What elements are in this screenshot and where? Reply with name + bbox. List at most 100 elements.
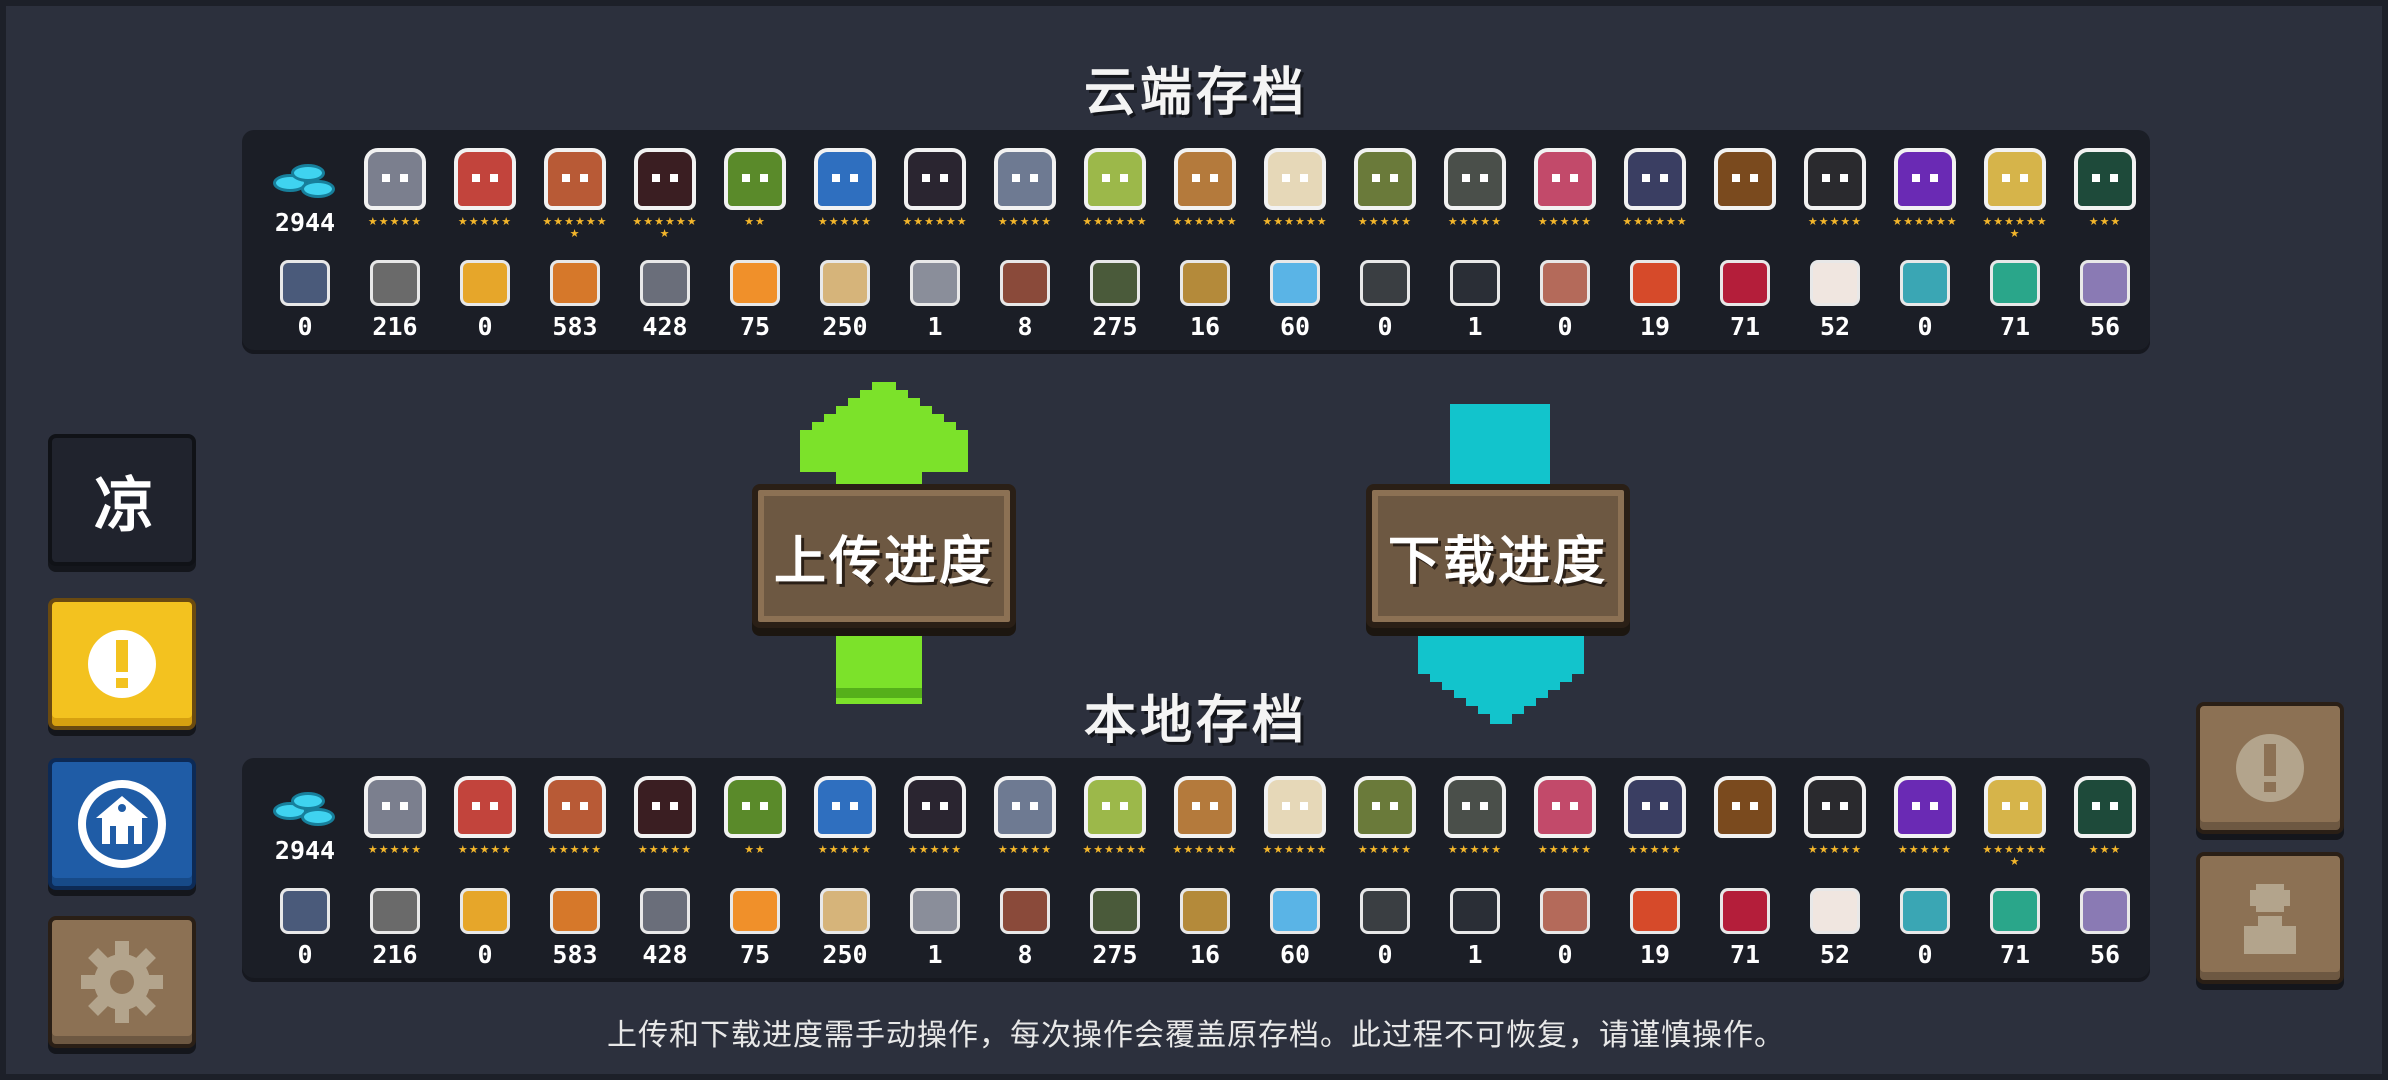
material-count: 75 xyxy=(739,312,771,341)
material-count: 71 xyxy=(1729,940,1761,969)
material-count: 1 xyxy=(1467,312,1483,341)
material-count: 583 xyxy=(552,312,598,341)
engineer-icon xyxy=(724,148,786,210)
character-stars: ★★★★★ xyxy=(1627,843,1683,856)
purple-crystal-icon xyxy=(2080,888,2130,934)
character-stars: ★★★★★★ xyxy=(1082,843,1148,856)
horn-icon xyxy=(1180,888,1230,934)
character-slot[interactable]: ★★★★★★★ xyxy=(1970,768,2060,868)
material-count: 52 xyxy=(1819,940,1851,969)
character-slot[interactable]: ★★★★★ xyxy=(1790,140,1880,240)
download-progress-button[interactable]: 下载进度 xyxy=(1366,484,1630,628)
teal-crystal-icon xyxy=(1990,888,2040,934)
material-slot: 0 xyxy=(1340,254,1430,346)
material-count: 0 xyxy=(477,940,493,969)
character-slot[interactable]: ★★★★★ xyxy=(1520,768,1610,868)
material-count: 75 xyxy=(739,940,771,969)
character-slot[interactable]: ★★★★★ xyxy=(350,768,440,868)
robot-icon xyxy=(814,776,876,838)
character-slot[interactable]: ★★ xyxy=(710,140,800,240)
material-slot: 75 xyxy=(710,882,800,974)
character-slot[interactable]: ★★★★★ xyxy=(800,140,890,240)
character-slot[interactable]: ★★★★★ xyxy=(1340,768,1430,868)
local-save-panel: 2944★★★★★★★★★★★★★★★★★★★★★★★★★★★★★★★★★★★★… xyxy=(242,758,2150,982)
druid-icon xyxy=(1354,776,1416,838)
cotton-icon xyxy=(1810,888,1860,934)
character-slot[interactable]: ★★★★★★ xyxy=(890,140,980,240)
logo-button[interactable]: 凉 xyxy=(48,434,196,566)
material-count: 428 xyxy=(642,940,688,969)
character-stars: ★★★★★★ xyxy=(1082,215,1148,228)
character-stars: ★★★★★ xyxy=(1537,215,1593,228)
character-slot[interactable]: ★★★★★★★ xyxy=(620,140,710,240)
character-slot[interactable]: ★★★★★ xyxy=(980,140,1070,240)
cyan-box-icon xyxy=(1900,260,1950,306)
character-stars: ★★★★★ xyxy=(907,843,963,856)
material-slot: 0 xyxy=(260,882,350,974)
character-slot[interactable]: ★★★★★ xyxy=(530,768,620,868)
character-slot[interactable] xyxy=(1700,140,1790,240)
rogue-icon xyxy=(454,776,516,838)
airbender-icon xyxy=(1984,776,2046,838)
material-slot: 275 xyxy=(1070,254,1160,346)
account-button[interactable] xyxy=(2196,852,2344,984)
character-slot[interactable] xyxy=(1700,768,1790,868)
character-stars: ★★★★★ xyxy=(367,215,423,228)
character-slot[interactable]: ★★★★★ xyxy=(350,140,440,240)
character-slot[interactable]: ★★★★★ xyxy=(1430,140,1520,240)
character-slot[interactable]: ★★★★★ xyxy=(1340,140,1430,240)
gem-counter: 2944 xyxy=(260,140,350,240)
cyan-box-icon xyxy=(1900,888,1950,934)
character-slot[interactable]: ★★★★★ xyxy=(890,768,980,868)
upload-progress-button[interactable]: 上传进度 xyxy=(752,484,1016,628)
gear-icon xyxy=(81,941,163,1023)
character-slot[interactable]: ★★★★★ xyxy=(440,140,530,240)
character-slot[interactable]: ★★ xyxy=(710,768,800,868)
material-slot: 52 xyxy=(1790,254,1880,346)
character-slot[interactable]: ★★★★★ xyxy=(620,768,710,868)
character-slot[interactable]: ★★★★★★ xyxy=(1070,768,1160,868)
character-slot[interactable]: ★★★★★★ xyxy=(1610,140,1700,240)
character-slot[interactable]: ★★★★★ xyxy=(1610,768,1700,868)
character-slot[interactable]: ★★★★★★ xyxy=(1160,140,1250,240)
character-slot[interactable]: ★★★★★★★ xyxy=(530,140,620,240)
help-button[interactable] xyxy=(2196,702,2344,834)
character-slot[interactable]: ★★★★★ xyxy=(440,768,530,868)
settings-button[interactable] xyxy=(48,916,196,1048)
material-slot: 1 xyxy=(890,254,980,346)
material-count: 19 xyxy=(1639,312,1671,341)
character-slot[interactable]: ★★★★★★ xyxy=(1250,140,1340,240)
character-slot[interactable]: ★★★★★★ xyxy=(1880,140,1970,240)
character-slot[interactable]: ★★★★★ xyxy=(1880,768,1970,868)
exclamation-icon xyxy=(2236,734,2304,802)
assassin-icon xyxy=(634,776,696,838)
notice-button[interactable] xyxy=(48,598,196,730)
blueprint-icon xyxy=(910,888,960,934)
officer-icon xyxy=(1804,148,1866,210)
robot-part-icon xyxy=(1000,260,1050,306)
gray-lab-button[interactable] xyxy=(48,758,196,890)
material-count: 250 xyxy=(822,312,868,341)
character-slot[interactable]: ★★★★★★ xyxy=(1250,768,1340,868)
character-slot[interactable]: ★★★ xyxy=(2060,768,2150,868)
material-slot: 19 xyxy=(1610,882,1700,974)
character-stars xyxy=(1710,844,1780,868)
character-slot[interactable]: ★★★★★ xyxy=(980,768,1070,868)
copper-ore-icon xyxy=(550,260,600,306)
demonmaster-icon xyxy=(1894,776,1956,838)
character-slot[interactable]: ★★★ xyxy=(2060,140,2150,240)
material-count: 19 xyxy=(1639,940,1671,969)
character-slot[interactable]: ★★★★★ xyxy=(1520,140,1610,240)
puzzle-piece-icon xyxy=(460,260,510,306)
character-slot[interactable]: ★★★★★★★ xyxy=(1970,140,2060,240)
character-stars: ★★★★★ xyxy=(1357,215,1413,228)
character-slot[interactable]: ★★★★★ xyxy=(1790,768,1880,868)
character-slot[interactable]: ★★★★★★ xyxy=(1070,140,1160,240)
character-slot[interactable]: ★★★★★ xyxy=(1430,768,1520,868)
material-count: 16 xyxy=(1189,940,1221,969)
character-slot[interactable]: ★★★★★★ xyxy=(1160,768,1250,868)
witch-icon xyxy=(544,148,606,210)
material-slot: 16 xyxy=(1160,254,1250,346)
character-slot[interactable]: ★★★★★ xyxy=(800,768,890,868)
iron-ore-icon xyxy=(640,888,690,934)
